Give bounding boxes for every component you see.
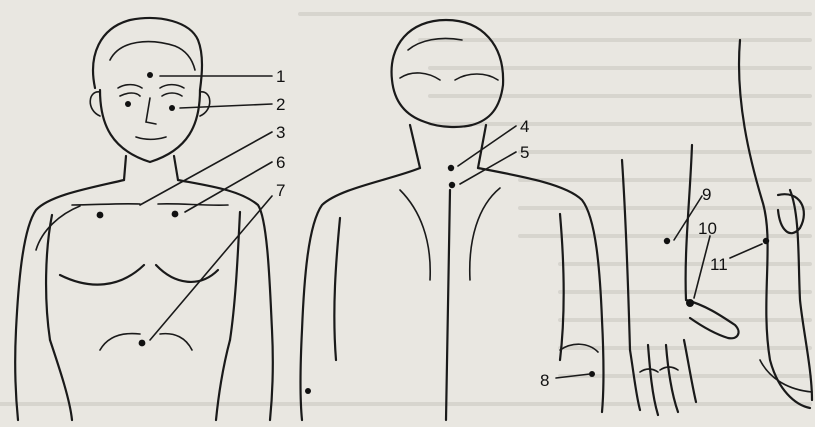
- finger-3: [666, 345, 678, 412]
- left-eyebrow: [118, 85, 142, 88]
- mouth: [136, 137, 166, 139]
- left-collarbone: [72, 204, 140, 205]
- torso-right: [216, 340, 230, 420]
- leg-outer: [739, 40, 810, 408]
- hand-figure: [622, 145, 739, 415]
- label-7: 7: [276, 181, 285, 200]
- label-4: 4: [520, 117, 529, 136]
- point-2b: [169, 105, 175, 111]
- back-hair-line-1: [408, 38, 462, 50]
- front-hairline: [110, 42, 195, 70]
- label-9: 9: [702, 185, 711, 204]
- finger-4: [684, 340, 696, 402]
- point-5: [449, 182, 455, 188]
- elbow-crease: [560, 344, 598, 352]
- nose: [146, 98, 156, 124]
- rib-left: [100, 334, 140, 350]
- left-ear: [90, 92, 100, 116]
- front-left-arm-outer: [15, 180, 124, 420]
- front-left-arm-inner: [46, 215, 52, 340]
- right-ear: [200, 92, 210, 116]
- label-8: 8: [540, 371, 549, 390]
- label-6: 6: [276, 153, 285, 172]
- right-scapula: [470, 188, 500, 280]
- label-1: 1: [276, 67, 285, 86]
- point-10: [686, 299, 694, 307]
- front-right-arm-outer: [178, 180, 273, 420]
- torso-left: [50, 340, 72, 420]
- front-figure: [15, 18, 273, 420]
- thumb: [686, 300, 739, 338]
- left-armpit: [36, 206, 80, 250]
- back-left-arm-outer: [301, 168, 421, 420]
- left-eye: [120, 93, 140, 96]
- finger-2: [648, 345, 658, 415]
- forearm-left-edge: [622, 160, 630, 350]
- back-neck-right: [478, 125, 486, 168]
- point-11: [763, 238, 769, 244]
- leader-lines: [140, 76, 762, 378]
- label-10: 10: [698, 219, 717, 238]
- point-arm-front: [305, 388, 311, 394]
- right-collarbone: [158, 204, 228, 205]
- front-hair: [93, 18, 202, 90]
- neck-right: [174, 156, 178, 180]
- back-figure: [301, 20, 604, 420]
- ankle-bone: [778, 194, 804, 233]
- point-2a: [125, 101, 131, 107]
- finger-1: [630, 350, 640, 410]
- leader-4: [458, 126, 516, 166]
- label-11: 11: [710, 255, 728, 274]
- heel-line: [760, 360, 812, 392]
- left-pectoral: [60, 265, 144, 285]
- point-6a: [97, 212, 104, 219]
- rib-right: [160, 334, 192, 350]
- leader-2: [180, 104, 272, 108]
- leader-11: [730, 244, 762, 258]
- right-eye: [162, 93, 182, 96]
- point-6b: [172, 211, 179, 218]
- points: [97, 72, 770, 394]
- point-4: [448, 165, 454, 171]
- right-eyebrow: [160, 85, 184, 88]
- leader-3: [140, 132, 272, 205]
- spine: [446, 190, 450, 420]
- label-2: 2: [276, 95, 285, 114]
- front-right-arm-inner: [230, 212, 240, 340]
- leader-8: [556, 374, 590, 378]
- back-hair-line-3: [455, 74, 498, 80]
- back-hair-line-2: [400, 73, 440, 80]
- right-pectoral: [156, 265, 218, 282]
- back-neck-left: [410, 125, 420, 168]
- point-1: [147, 72, 153, 78]
- leg-inner: [790, 190, 812, 400]
- leader-7: [150, 196, 272, 340]
- back-right-arm-inner: [560, 214, 564, 360]
- knuckle-1: [640, 369, 658, 372]
- point-7: [139, 340, 146, 347]
- forearm-right-edge: [686, 145, 692, 300]
- leader-10: [694, 236, 710, 298]
- label-3: 3: [276, 123, 285, 142]
- left-scapula: [400, 190, 430, 280]
- label-5: 5: [520, 143, 529, 162]
- labels: 1 2 3 6 7 4 5 8 9 10 11: [276, 67, 728, 390]
- point-9: [664, 238, 670, 244]
- neck-left: [124, 156, 126, 180]
- back-left-arm-inner: [334, 218, 340, 360]
- leader-5: [460, 152, 516, 184]
- leg-figure: [739, 40, 812, 408]
